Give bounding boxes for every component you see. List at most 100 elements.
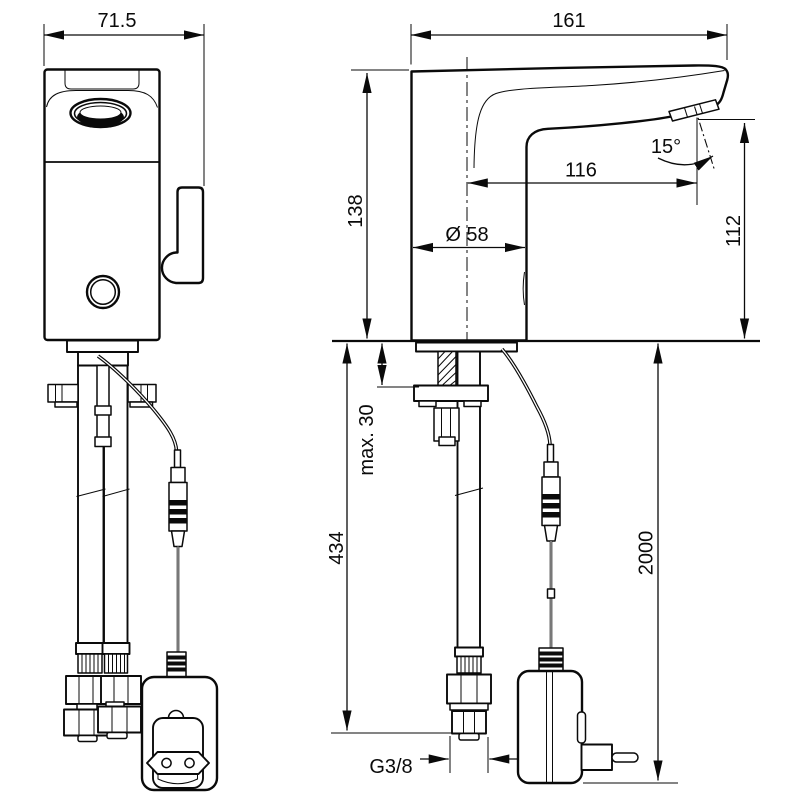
dim-supply-thread: G3/8 bbox=[369, 736, 518, 778]
bracket-left bbox=[47, 383, 79, 403]
adapter-side-tab bbox=[576, 711, 587, 744]
connector-taper bbox=[170, 530, 186, 548]
strain-rib bbox=[167, 655, 186, 660]
plug-hexagon bbox=[146, 751, 210, 775]
strain-rib bbox=[539, 663, 563, 668]
hex-nut bbox=[65, 675, 107, 705]
strain-rib bbox=[539, 657, 563, 662]
stud-collar bbox=[94, 436, 112, 448]
dim-spout-angle: 15° bbox=[651, 106, 716, 205]
adapter-body bbox=[516, 669, 584, 785]
pipe-break-mark bbox=[454, 487, 484, 496]
dim-spout-angle-label: 15° bbox=[651, 136, 681, 158]
fitting-cap bbox=[106, 731, 128, 740]
hatch-line bbox=[437, 351, 453, 368]
dim-cable-length: 2000 bbox=[583, 343, 678, 784]
hatch-line bbox=[437, 356, 457, 376]
dim-body-height: 138 bbox=[345, 69, 409, 339]
aerator-segment-line bbox=[699, 103, 703, 114]
front-view: 71.5 bbox=[43, 10, 219, 792]
plug-pin-hole-left bbox=[161, 757, 172, 769]
power-adapter-front bbox=[140, 651, 219, 792]
spout-highlight-line bbox=[473, 70, 725, 169]
fitting-cap bbox=[458, 732, 480, 741]
hex-nut-large bbox=[446, 673, 492, 705]
sensor-window-line bbox=[64, 70, 140, 90]
dim-spout-reach-label: 116 bbox=[565, 160, 597, 182]
plug-pin-hole-right bbox=[184, 757, 195, 769]
hatch-line bbox=[441, 372, 457, 387]
dim-supply-length: 434 bbox=[326, 343, 459, 734]
crimp-collar bbox=[454, 646, 484, 658]
hex-nut bbox=[97, 705, 142, 734]
shoulder-contour-line bbox=[46, 90, 158, 108]
pipe-fitting bbox=[446, 646, 492, 741]
hex-nut-small bbox=[451, 710, 487, 735]
crimp-collar-right bbox=[101, 642, 131, 655]
bracket-left-foot bbox=[54, 401, 78, 408]
power-adapter-side bbox=[516, 647, 639, 785]
under-deck-hardware bbox=[413, 341, 518, 649]
aerator-face bbox=[79, 105, 122, 120]
dim-cable-length-label: 2000 bbox=[636, 531, 658, 576]
hose-break-mark bbox=[102, 488, 130, 497]
rod-nut bbox=[433, 407, 460, 442]
dim-front-width: 71.5 bbox=[43, 10, 205, 186]
dim-front-width-label: 71.5 bbox=[98, 10, 137, 32]
side-view: 161 bbox=[326, 10, 760, 785]
dim-deck-thickness: max. 30 bbox=[356, 343, 419, 476]
cable-curve-inner bbox=[97, 355, 178, 452]
stud-collar bbox=[94, 405, 112, 416]
plate-tab bbox=[418, 400, 437, 408]
dim-outlet-height: 112 bbox=[698, 119, 755, 339]
dim-outlet-height-label: 112 bbox=[723, 215, 745, 247]
base-flange bbox=[66, 339, 139, 353]
connector-band bbox=[542, 512, 560, 518]
dim-base-diameter: Ø 58 bbox=[413, 224, 525, 253]
hex-nut bbox=[100, 675, 142, 705]
cable-joint bbox=[546, 588, 556, 599]
connector-cap bbox=[170, 466, 186, 484]
dim-deck-thickness-label: max. 30 bbox=[356, 404, 378, 475]
plug-face-detail bbox=[157, 774, 198, 785]
fitting-cap bbox=[77, 734, 98, 743]
mounting-plate bbox=[413, 384, 489, 402]
connector-band bbox=[542, 503, 560, 509]
cable-front bbox=[96, 354, 188, 652]
hose-break-mark bbox=[76, 488, 106, 497]
connector-body bbox=[168, 481, 188, 532]
plug-stem bbox=[580, 743, 613, 771]
crimp-collar-left bbox=[75, 642, 105, 655]
rod-nut-slot bbox=[438, 436, 456, 447]
plate-tab bbox=[463, 400, 482, 408]
dim-spout-reach: 116 bbox=[467, 160, 697, 188]
connector-pin bbox=[546, 443, 555, 463]
connector-body bbox=[541, 476, 561, 527]
strain-rib bbox=[539, 651, 563, 656]
connector-pin bbox=[173, 449, 182, 469]
dim-overall-depth-label: 161 bbox=[552, 10, 585, 32]
hatch-line bbox=[437, 364, 457, 384]
dim-overall-depth: 161 bbox=[410, 10, 728, 65]
body-edge-highlight bbox=[522, 271, 525, 306]
cable-curve-inner bbox=[501, 348, 551, 445]
aerator-segment-line bbox=[684, 107, 688, 118]
connector-taper bbox=[543, 524, 559, 542]
strain-rib bbox=[167, 661, 186, 666]
aerator-block bbox=[668, 99, 720, 122]
dim-supply-thread-label: G3/8 bbox=[369, 756, 412, 778]
cable-side bbox=[500, 347, 561, 648]
cable-curve bbox=[500, 347, 552, 445]
connector-cap bbox=[543, 461, 559, 478]
function-button-inner bbox=[89, 278, 117, 306]
hatch-line bbox=[437, 351, 446, 360]
strain-rib bbox=[167, 667, 186, 672]
dim-body-height-label: 138 bbox=[345, 194, 367, 227]
mounting-stud bbox=[94, 364, 112, 448]
connector-band bbox=[542, 494, 560, 500]
connector-band bbox=[169, 518, 187, 524]
fitting-step bbox=[449, 702, 489, 711]
connector-band bbox=[169, 500, 187, 506]
dim-supply-length-label: 434 bbox=[326, 531, 348, 564]
